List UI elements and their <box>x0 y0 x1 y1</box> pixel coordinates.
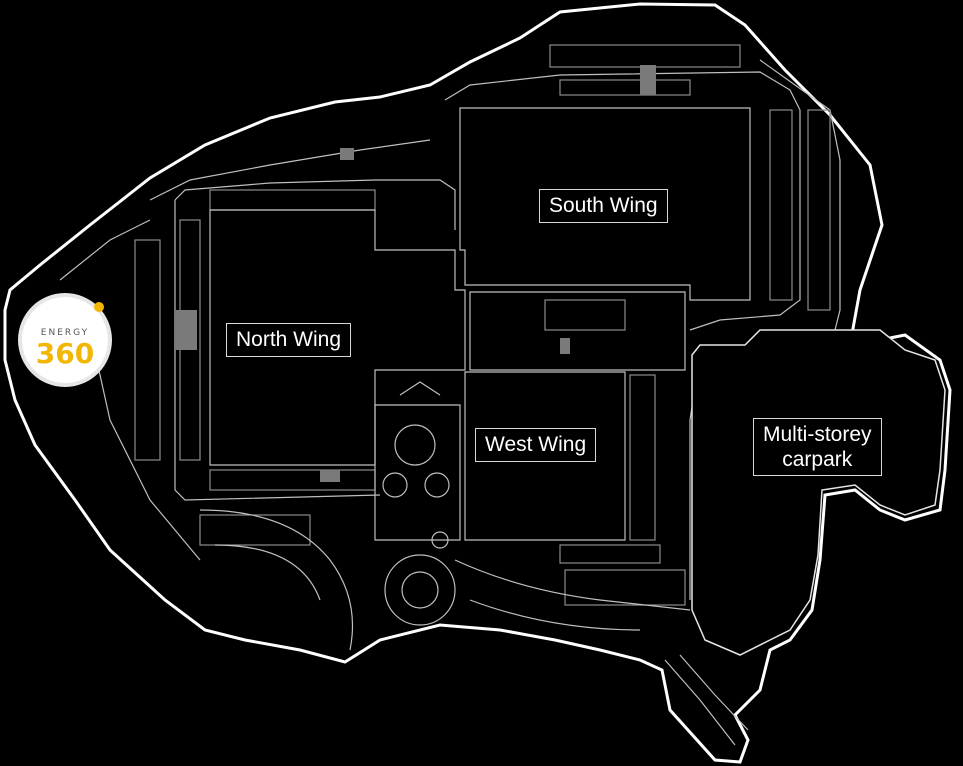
energy360-logo: ENERGY 360 <box>22 297 108 383</box>
south-wing-label: South Wing <box>539 189 668 223</box>
roundabout <box>384 554 456 626</box>
west-wing-label: West Wing <box>475 428 597 462</box>
fountain <box>394 424 436 466</box>
logo-top-text: ENERGY <box>40 328 90 338</box>
west-wing-footprint <box>464 371 626 541</box>
north-wing-label: North Wing <box>226 323 352 357</box>
hatched-areas <box>175 65 656 482</box>
courtyard-outline <box>469 291 686 371</box>
south-wing-footprint <box>459 107 751 301</box>
north-wing-footprint <box>209 209 466 466</box>
carpark-label: Multi-storey carpark <box>753 418 882 476</box>
carpark-label-line1: Multi-storey <box>763 423 872 446</box>
logo-dot-icon <box>94 302 104 312</box>
multi-storey-carpark <box>691 329 946 656</box>
south-ring-road <box>444 71 801 331</box>
carpark-label-line2: carpark <box>782 448 853 471</box>
logo-number: 360 <box>35 337 95 370</box>
